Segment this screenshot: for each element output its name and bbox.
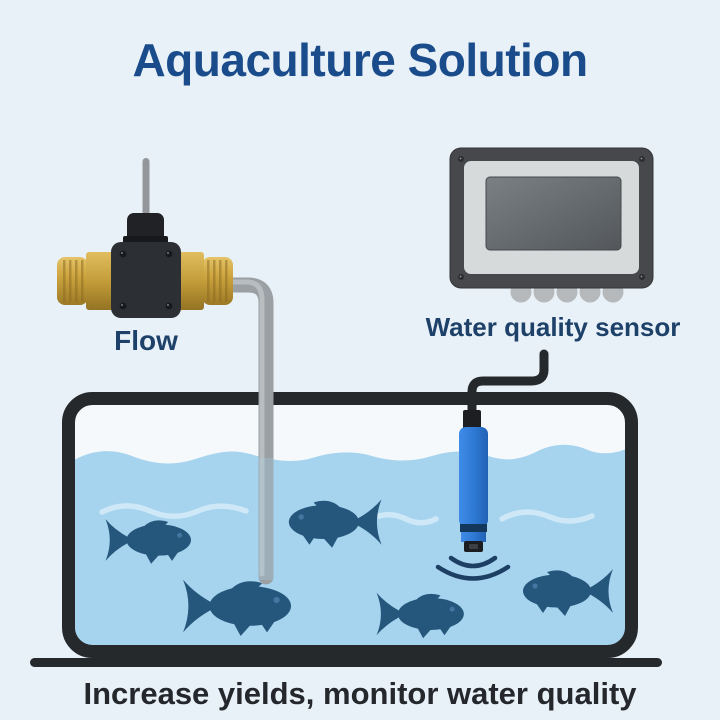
tank-border xyxy=(62,392,638,658)
flow-sensor-collar-right xyxy=(177,252,204,310)
ground-line xyxy=(30,658,662,667)
water-quality-sensor-label: Water quality sensor xyxy=(425,312,681,342)
flow-sensor-body xyxy=(111,242,181,318)
water-highlight-wave xyxy=(499,509,595,524)
probe-cable xyxy=(467,349,549,419)
flow-label: Flow xyxy=(114,325,178,356)
monitor-screen xyxy=(485,176,622,251)
probe-tip-window xyxy=(469,544,478,549)
probe-lower xyxy=(461,532,486,542)
water-highlight-wave xyxy=(99,503,249,519)
thread-lines-left xyxy=(63,260,84,302)
flow-sensor-thread-right xyxy=(202,257,233,305)
flow-sensor-collar-left xyxy=(86,252,113,310)
water-quality-monitor xyxy=(449,147,654,303)
monitor-corner-screws xyxy=(458,156,645,280)
probe-band xyxy=(460,524,487,532)
sensor-probe xyxy=(435,349,549,581)
signal-waves-icon xyxy=(435,555,511,581)
flow-sensor-cap xyxy=(127,213,164,238)
water-highlight-wave xyxy=(365,512,439,526)
page-title: Aquaculture Solution xyxy=(132,34,588,86)
probe-connector xyxy=(463,410,481,431)
probe-body xyxy=(459,427,488,527)
flow-sensor xyxy=(57,158,233,318)
flow-tube xyxy=(222,277,274,585)
tube-underwater-tint xyxy=(258,458,274,580)
flow-sensor-screws xyxy=(119,250,173,310)
fish-tank xyxy=(30,392,662,667)
flow-sensor-antenna xyxy=(142,158,150,218)
thread-lines-right xyxy=(207,260,228,302)
caption-text: Increase yields, monitor water quality xyxy=(83,676,637,711)
